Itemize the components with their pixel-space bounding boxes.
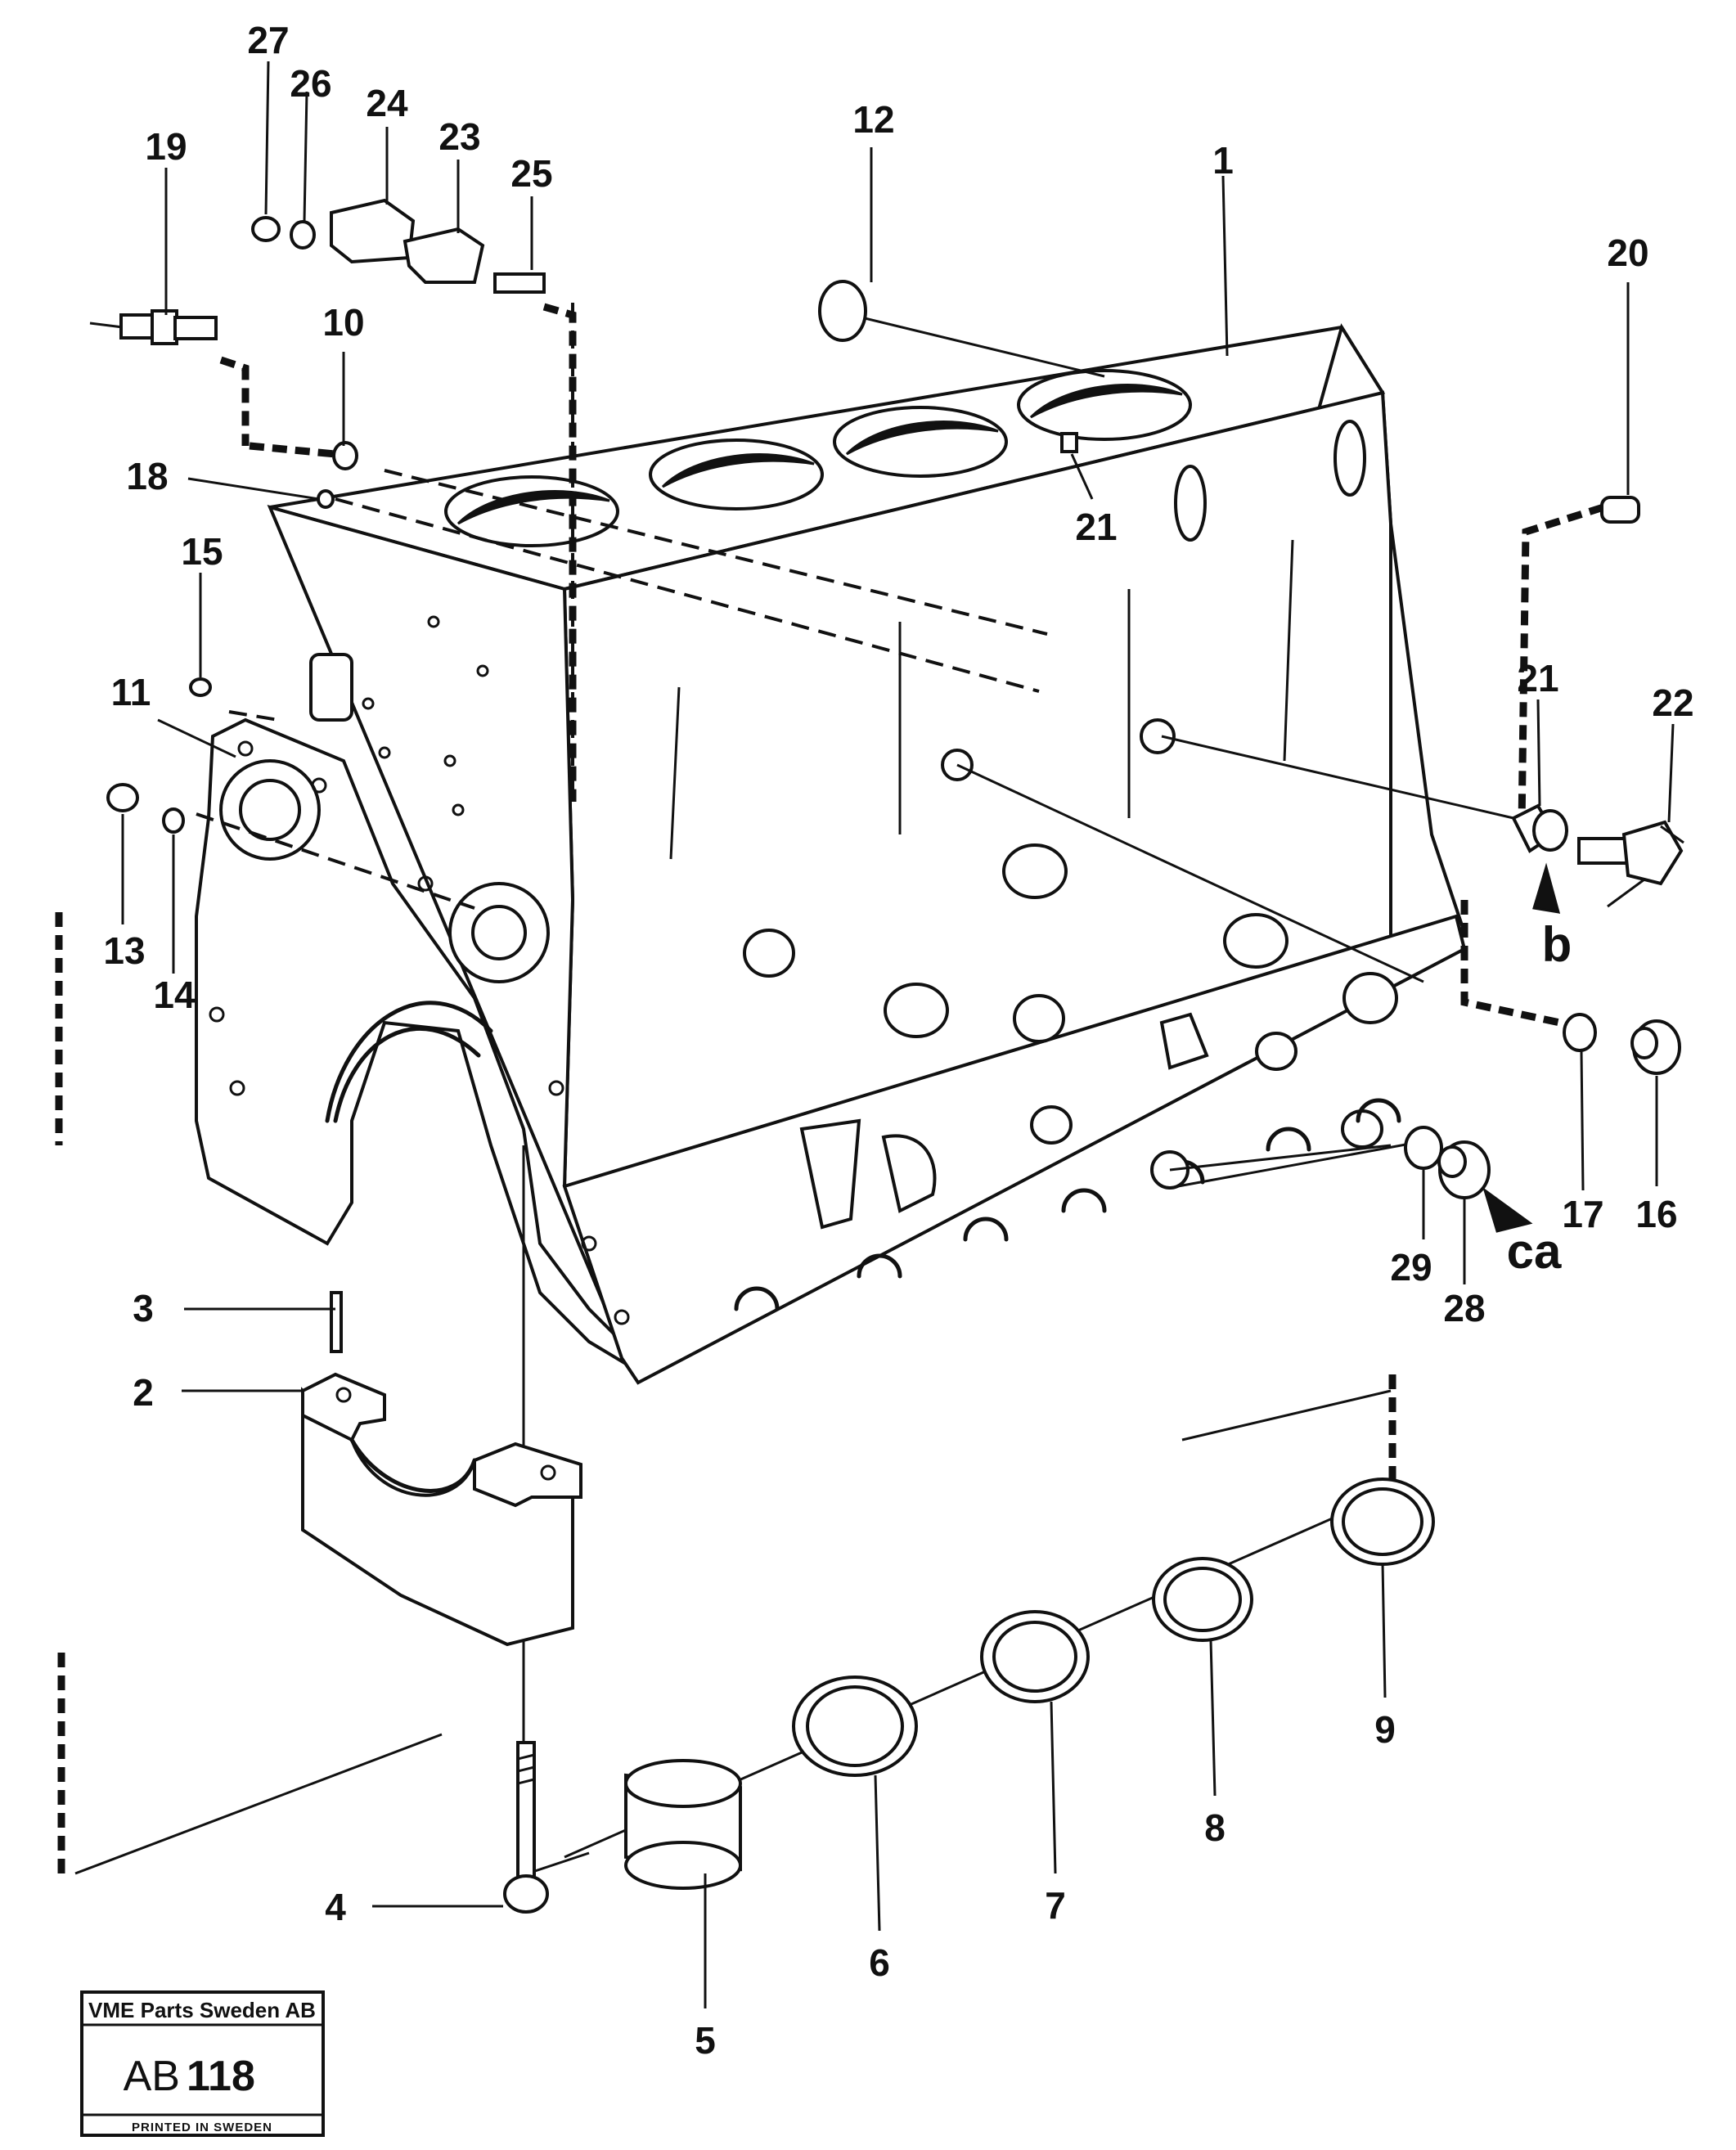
leader-lines: [121, 61, 1675, 2008]
sensor-part: [89, 309, 218, 345]
callout-26: 26: [290, 62, 331, 105]
callout-18: 18: [126, 455, 168, 497]
publisher-stamp: VME Parts Sweden AB AB 118 PRINTED IN SW…: [80, 1990, 325, 2137]
stamp-company: VME Parts Sweden AB: [88, 1998, 316, 2022]
callout-7: 7: [1045, 1884, 1066, 1927]
pin-part: [1600, 496, 1640, 524]
callout-9: 9: [1374, 1708, 1396, 1751]
callout-3-label: 3: [133, 1287, 154, 1329]
callout-labels: 1 3 2 4 5 6 7 8 9 10 11 12 13 14 15 16 1…: [103, 19, 1693, 2062]
callout-27: 27: [247, 19, 289, 61]
gasket-part: [403, 227, 485, 284]
callout-4: 4: [325, 1886, 346, 1928]
plug-part: [818, 280, 867, 342]
bearing-shell-6: [792, 1675, 918, 1777]
callout-22: 22: [1652, 681, 1693, 724]
stud-part: [493, 272, 546, 294]
callout-14: 14: [153, 974, 196, 1016]
callout-12: 12: [852, 98, 894, 141]
callout-24: 24: [366, 82, 408, 124]
callout-10: 10: [322, 301, 364, 344]
small-parts: [89, 198, 1684, 1233]
dowel-part: [332, 441, 358, 470]
stamp-printed: PRINTED IN SWEDEN: [132, 2121, 272, 2134]
callout-11: 11: [111, 671, 151, 713]
callout-20: 20: [1607, 232, 1648, 274]
callout-8: 8: [1204, 1806, 1226, 1849]
stamp-code-number: 118: [187, 2053, 255, 2100]
callout-1: 1: [1212, 139, 1234, 182]
callout-29: 29: [1390, 1246, 1432, 1289]
callout-23: 23: [438, 115, 480, 158]
washer-part: [290, 220, 316, 250]
view-label-b: b: [1542, 917, 1572, 972]
view-label-ca: ca: [1507, 1224, 1562, 1279]
callout-16: 16: [1635, 1193, 1677, 1235]
callout-21-right: 21: [1517, 657, 1558, 699]
bearing-shell-9: [1330, 1478, 1435, 1566]
callout-2-label: 2: [133, 1371, 154, 1414]
callout-13: 13: [103, 929, 145, 972]
callout-17: 17: [1562, 1193, 1603, 1235]
bolt-part: [503, 1741, 549, 1914]
callout-5: 5: [695, 2019, 716, 2062]
callout-21-top: 21: [1075, 506, 1117, 548]
bearing-shell-5: [624, 1759, 742, 1890]
callout-19: 19: [145, 125, 187, 168]
stamp-code-prefix: AB: [124, 2053, 180, 2100]
bearing-cap: [301, 1291, 582, 1647]
nut-part: [251, 216, 281, 242]
callout-15: 15: [181, 530, 223, 573]
cylinder-block: [195, 323, 1467, 1385]
assembly-lines: [55, 303, 1605, 1875]
callout-28: 28: [1443, 1287, 1485, 1329]
callout-25: 25: [510, 152, 552, 195]
bearing-shell-7: [980, 1610, 1090, 1703]
cover-part: [330, 198, 416, 264]
bearing-shell-8: [1152, 1557, 1253, 1642]
view-arrow-ca: [1482, 1187, 1533, 1233]
callout-6: 6: [869, 1941, 890, 1984]
view-arrow-b: [1532, 862, 1561, 914]
bearing-shells: [624, 1478, 1435, 1890]
